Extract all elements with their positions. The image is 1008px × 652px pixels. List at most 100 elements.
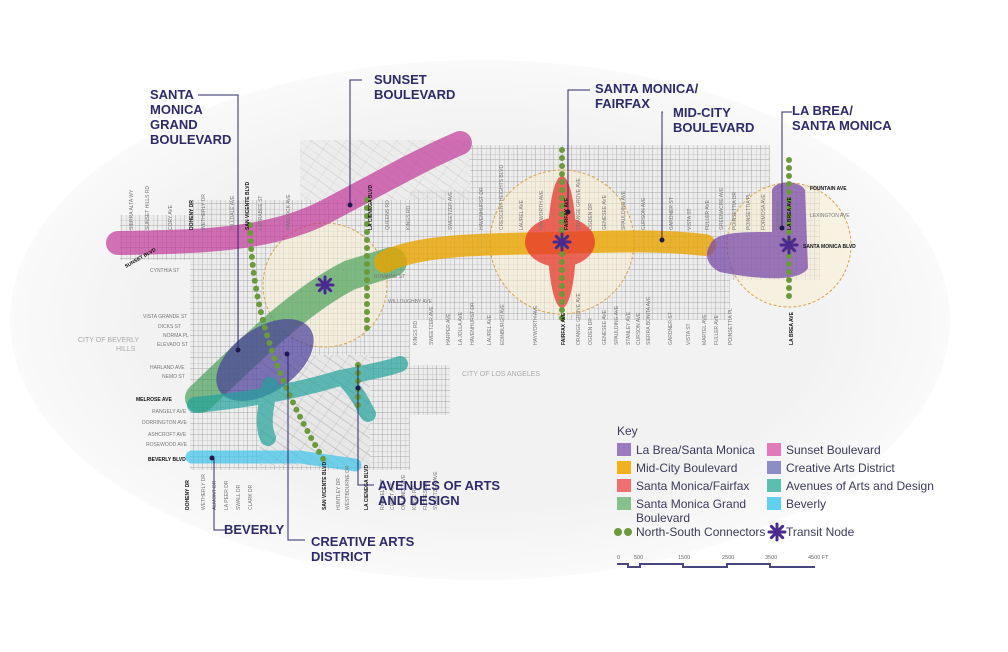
- callout-la-brea-santa-monica: LA BREA/ SANTA MONICA: [792, 103, 892, 133]
- scale-tick-label: 500: [634, 555, 643, 561]
- street-label: HAYWORTH AVE: [533, 305, 539, 345]
- svg-text:North-South Connectors: North-South Connectors: [636, 525, 765, 539]
- street-label: GREENACRE AVE: [719, 187, 725, 230]
- street-label: HUNTLEY DR: [336, 478, 342, 510]
- street-label: SWALL DR: [236, 484, 242, 510]
- street-label: FULLER AVE: [705, 199, 711, 230]
- callout-leaders: [198, 79, 792, 541]
- key-item-santa-monica-fairfax: Santa Monica/Fairfax: [617, 479, 749, 493]
- district-creative-arts[interactable]: [202, 302, 329, 418]
- key-swatch: [767, 443, 781, 456]
- district-avenues-of-arts-and-design[interactable]: [187, 356, 408, 446]
- street-label: LA PEER DR: [224, 480, 230, 510]
- key-label: La Brea/Santa Monica: [636, 443, 755, 457]
- street-label: SANTA MONICA BLVD: [803, 244, 856, 250]
- street-label: SUNSET HILLS RD: [145, 186, 151, 230]
- key-item-mid-city-boulevard: Mid-City Boulevard: [617, 461, 737, 475]
- street-label: RANGELY AVE: [152, 409, 187, 415]
- street-label: DOHENY DR: [185, 480, 191, 510]
- street-label: HANCOCK AVE: [286, 194, 292, 230]
- street-label: GENESEE AVE: [602, 309, 608, 345]
- transit-nodes: [315, 232, 799, 295]
- street-label: OGDEN DR: [588, 203, 594, 230]
- street-label: SPAULDING AVE: [621, 190, 627, 230]
- street-label: LA BREA AVE: [789, 311, 795, 345]
- street-label: CURSON AVE: [636, 312, 642, 345]
- callout-avenues-of-arts-and-design: AVENUES OF ARTS AND DESIGN: [378, 478, 504, 508]
- street-label: CLARK DR: [248, 484, 254, 510]
- callout-sunset-boulevard: SUNSET BOULEVARD: [374, 72, 455, 102]
- connector-line-0: [247, 222, 328, 465]
- street-label: SWEETZER AVE: [448, 191, 454, 230]
- street-label: POINSETTIA PL: [728, 308, 734, 345]
- transit-node-icon: [315, 275, 335, 295]
- street-label: SWEETZER AVE: [433, 471, 439, 510]
- street-label: LARRABEE ST: [258, 196, 264, 230]
- street-label: ROMAINE ST: [374, 274, 405, 280]
- street-label: SAN VICENTE BLVD: [322, 461, 328, 510]
- key-swatch: [767, 497, 781, 510]
- street-label: CURSON AVE: [641, 197, 647, 230]
- key-swatch: [617, 443, 631, 456]
- street-label: SWEETZER AVE: [429, 306, 435, 345]
- street-label: NEMO ST: [162, 374, 185, 380]
- callout-beverly: BEVERLY: [224, 522, 285, 537]
- key-item-sunset-boulevard: Sunset Boulevard: [767, 443, 881, 457]
- street-label: ROSEWOOD AVE: [146, 442, 188, 448]
- key-label: Santa Monica/Fairfax: [636, 479, 749, 493]
- callout-santa-monica-fairfax: SANTA MONICA/ FAIRFAX: [595, 81, 702, 111]
- district-sunset-boulevard[interactable]: [106, 131, 472, 255]
- key-label: Avenues of Arts and Design: [786, 479, 934, 493]
- street-label: HAYWORTH AVE: [539, 190, 545, 230]
- street-label: DETROIT ST: [776, 200, 782, 230]
- street-label: FULLER AVE: [714, 314, 720, 345]
- street-label: HAVENHURST DR: [479, 187, 485, 230]
- street-label: WILLOUGHBY AVE: [388, 299, 433, 305]
- scale-tick-label: 1500: [678, 555, 690, 561]
- street-label: STANLEY AVE: [626, 311, 632, 345]
- street-label: GENESEE AVE: [602, 194, 608, 230]
- scale-tick-label: 3500: [765, 555, 777, 561]
- street-label: ASHCROFT AVE: [148, 432, 187, 438]
- street-label: VISTA ST: [687, 208, 693, 230]
- callout-mid-city-boulevard: MID-CITY BOULEVARD: [673, 105, 754, 135]
- svg-text:Transit Node: Transit Node: [786, 525, 855, 539]
- street-label: LA JOLLA AVE: [458, 311, 464, 345]
- street-label: GARDNER ST: [669, 197, 675, 230]
- street-label: FLORES ST: [423, 482, 429, 510]
- district-beverly[interactable]: [185, 450, 362, 472]
- street-label: HARLAND AVE: [150, 365, 185, 371]
- street-label: SAN VICENTE BLVD: [245, 181, 251, 230]
- key-swatch: [617, 497, 631, 510]
- street-label: DOHENY DR: [189, 200, 195, 230]
- street-label: RANGELY ST: [380, 479, 386, 510]
- street-label: CROFT AVE: [390, 481, 396, 510]
- street-label: NORMA PL: [163, 333, 189, 339]
- street-label: VISTA ST: [686, 323, 692, 345]
- street-label: ORANGE GROVE AVE: [576, 177, 582, 230]
- street-label: POINSETTIA PL: [746, 193, 752, 230]
- transit-node-icon: [767, 522, 787, 542]
- key-swatch: [767, 461, 781, 474]
- street-label: GARDNER ST: [668, 312, 674, 345]
- scale-tick-label: 2500: [722, 555, 734, 561]
- area-label-beverly-hills: CITY OF BEVERLY: [78, 337, 140, 344]
- district-la-brea-santa-monica[interactable]: [707, 182, 808, 279]
- street-label: LA BREA AVE: [787, 196, 793, 230]
- street-label: VISTA GRANDE ST: [143, 314, 187, 320]
- key-item-beverly: Beverly: [767, 497, 826, 511]
- green-dots-icon: [614, 528, 622, 536]
- area-label-beverly-hills-2: HILLS: [116, 346, 136, 353]
- key-item-north-south-connectors: North-South Connectors: [614, 525, 765, 539]
- scale-tick-label: 4500 FT: [808, 555, 829, 561]
- street-label: EDINBURGH AVE: [500, 304, 506, 345]
- street-label: HARPER AVE: [446, 313, 452, 345]
- transit-star: [767, 522, 787, 542]
- key-item-avenues-of-arts-and-design: Avenues of Arts and Design: [767, 479, 934, 493]
- street-label: SIERRA ALTA WY: [129, 189, 135, 230]
- street-label: LA CIENEGA BLVD: [368, 185, 374, 230]
- street-label: CRESCENT HEIGHTS BLVD: [499, 165, 505, 230]
